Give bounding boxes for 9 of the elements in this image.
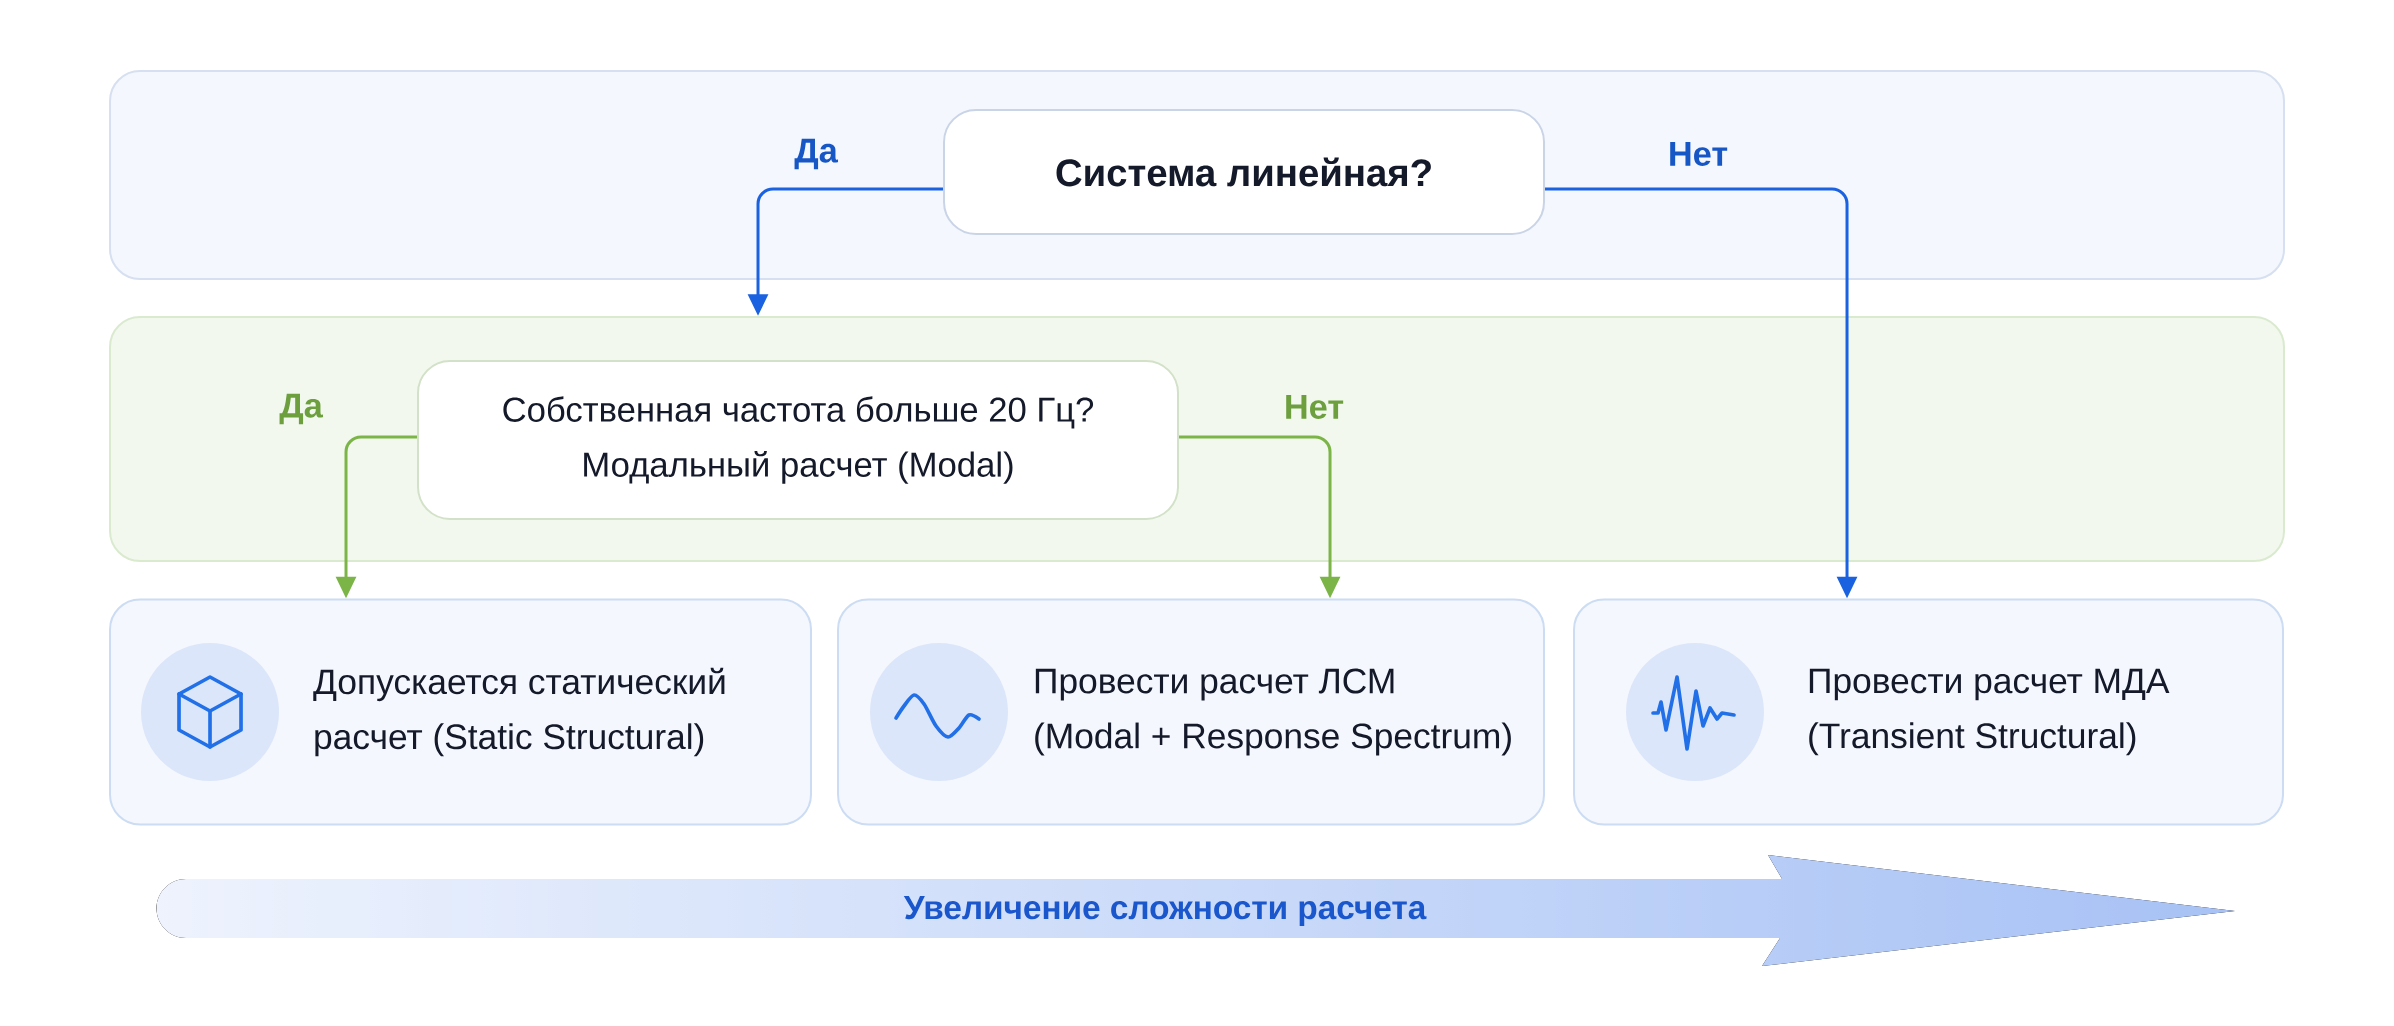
edge-label: Да	[274, 388, 328, 430]
result-box: Допускается статический расчет (Static Structural)	[109, 598, 812, 826]
decision-box: Система линейная?	[943, 109, 1546, 235]
result-box: Провести расчет МДА (Transient Structural)	[1573, 598, 2285, 826]
edge-label: Нет	[1662, 137, 1734, 171]
decision-box: Собственная частота больше 20 Гц? Модальный расчет (Modal)	[417, 360, 1179, 520]
edge-label: Да	[789, 133, 843, 175]
result-box: Провести расчет ЛСМ (Modal + Response Spectrum)	[837, 598, 1546, 826]
edge-label: Нет	[1278, 390, 1350, 424]
